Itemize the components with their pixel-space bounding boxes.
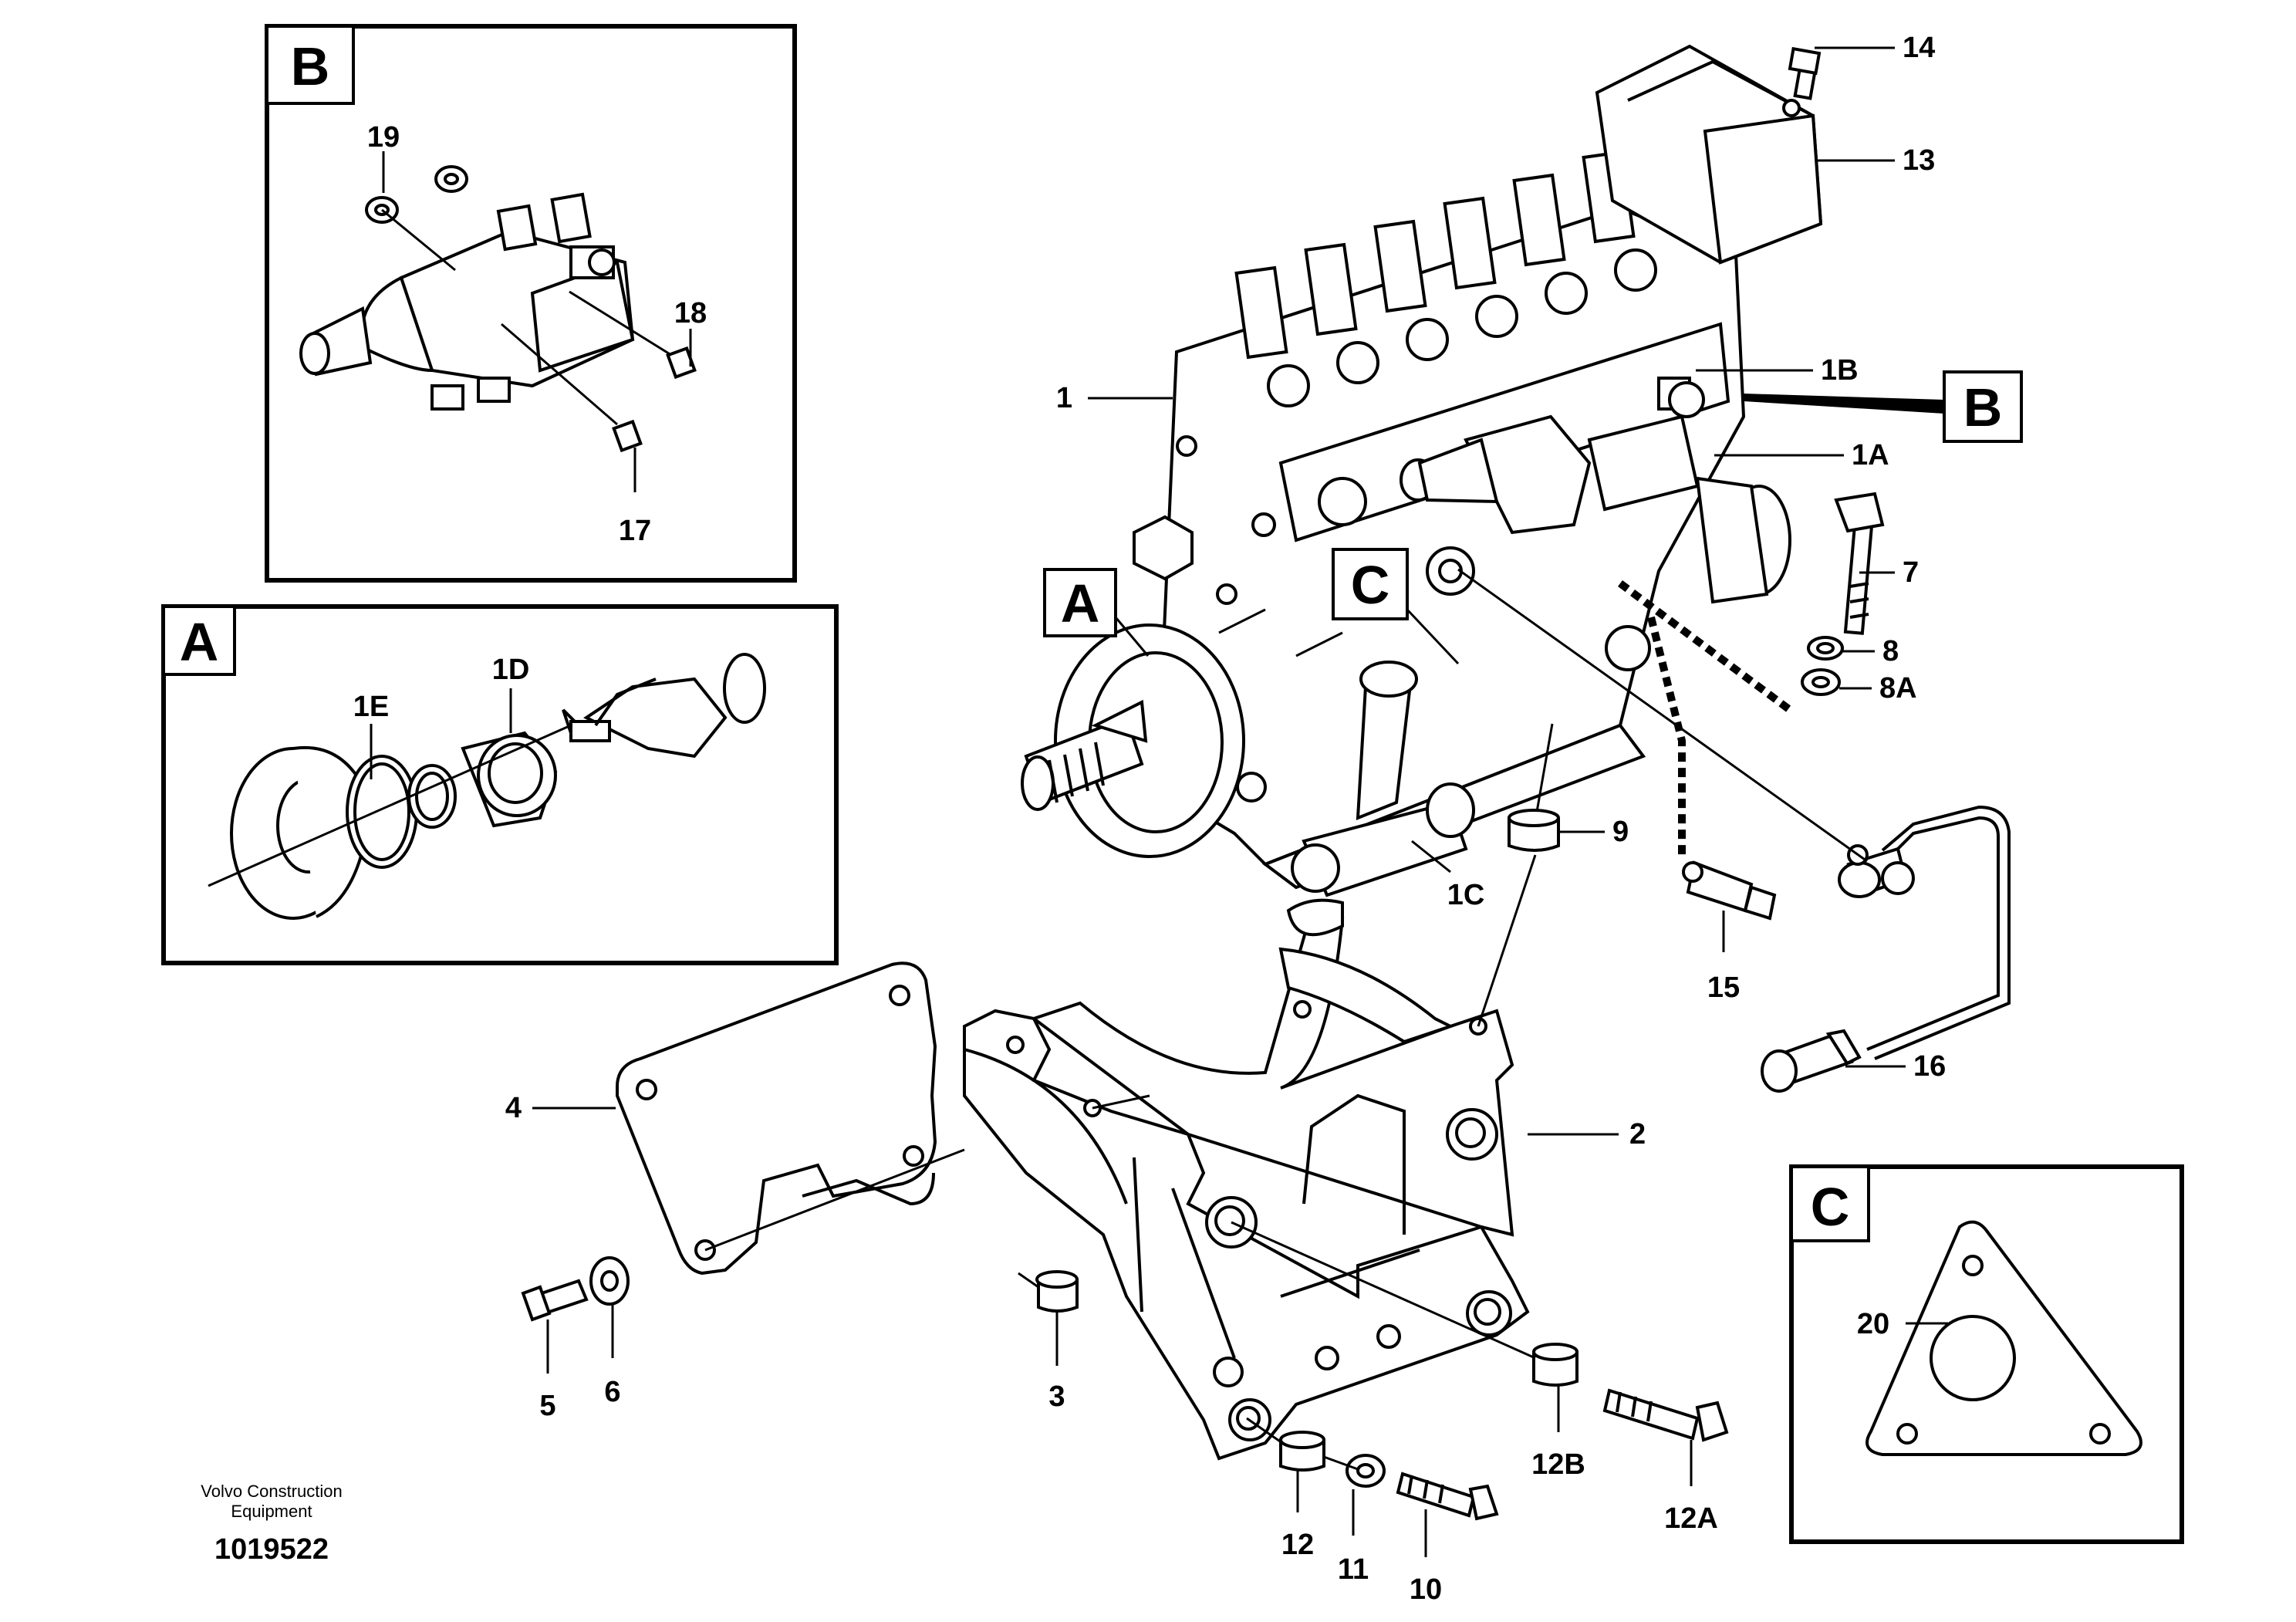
label-20: 20 (1857, 1308, 1889, 1340)
label-12: 12 (1281, 1529, 1314, 1561)
fuel-feed-pump-1A (1400, 377, 1705, 535)
label-1D: 1D (492, 654, 530, 686)
label-1E: 1E (353, 691, 389, 723)
callout-labels: 1 1A 1B 1C 2 3 4 5 6 7 8 8A 9 10 11 12 1 (505, 32, 1946, 1606)
governor-housing-13 (1595, 44, 1823, 265)
label-11: 11 (1338, 1553, 1369, 1586)
mounting-plate (616, 961, 937, 1276)
sleeve-12 (1279, 1431, 1325, 1472)
inset-b-tag: B (291, 36, 330, 96)
label-12A: 12A (1664, 1502, 1718, 1535)
label-13: 13 (1903, 144, 1935, 177)
inset-c-tag: C (1811, 1177, 1850, 1237)
callout-tag-a: A (1043, 568, 1150, 657)
label-8A: 8A (1879, 672, 1917, 705)
label-1B: 1B (1821, 354, 1859, 387)
sensor-16 (1761, 1029, 1862, 1093)
label-17: 17 (619, 515, 651, 547)
label-15: 15 (1707, 972, 1740, 1004)
gasket-plate (1866, 1220, 2142, 1456)
sleeve-3 (1035, 1270, 1079, 1313)
label-6: 6 (604, 1376, 620, 1408)
sleeve-12B (1532, 1343, 1578, 1387)
company-line-1: Volvo Construction (201, 1482, 342, 1501)
label-5: 5 (539, 1390, 555, 1422)
drawing-number: 1019522 (214, 1533, 329, 1566)
label-12B: 12B (1531, 1448, 1585, 1481)
drive-coupling-detail (208, 653, 766, 920)
fastener-parts (521, 46, 2011, 1521)
label-4: 4 (505, 1092, 522, 1124)
label-1: 1 (1056, 382, 1072, 414)
label-10: 10 (1410, 1573, 1442, 1606)
bolt-10 (1396, 1472, 1499, 1521)
inset-a-tag: A (180, 612, 219, 672)
company-line-2: Equipment (231, 1502, 312, 1521)
label-1A: 1A (1852, 439, 1889, 471)
injection-pump-assembly (1021, 44, 1823, 897)
label-16: 16 (1913, 1050, 1946, 1083)
injector-outlets (1234, 150, 1657, 407)
bolt-12A (1602, 1388, 1729, 1442)
svg-text:C: C (1351, 555, 1390, 615)
callout-tag-b: B (1744, 370, 2023, 443)
bolt-5 (521, 1279, 589, 1322)
label-2: 2 (1629, 1118, 1646, 1151)
label-14: 14 (1903, 32, 1935, 64)
label-3: 3 (1048, 1380, 1065, 1413)
inset-c: C 20 (1789, 1164, 2184, 1544)
sensor-15 (1682, 860, 1777, 921)
label-19: 19 (367, 121, 400, 154)
inset-b: B 19 18 17 (265, 24, 797, 583)
bolt-7 (1834, 492, 1885, 635)
fuel-feed-pump-detail (299, 165, 697, 453)
label-1C: 1C (1447, 879, 1485, 911)
assembly-lines (704, 568, 1868, 1471)
callout-tag-c: C (1332, 548, 1460, 665)
drive-housing-side (1695, 476, 1791, 604)
inset-a: A 1E 1D (161, 604, 839, 965)
label-18: 18 (674, 297, 707, 329)
pump-bracket (963, 898, 1530, 1461)
pump-housing-bolts (1133, 435, 1651, 803)
label-9: 9 (1612, 816, 1629, 848)
svg-text:B: B (1963, 377, 2003, 438)
sleeve-9 (1508, 809, 1560, 852)
label-7: 7 (1903, 556, 1919, 589)
footer: Volvo Construction Equipment 1019522 (201, 1482, 342, 1566)
pump-front-flange (1021, 623, 1245, 858)
label-8: 8 (1882, 635, 1899, 667)
bypass-valve-1C (1291, 661, 1475, 897)
sensor-pipe (1838, 805, 2011, 1060)
svg-text:A: A (1061, 573, 1100, 634)
